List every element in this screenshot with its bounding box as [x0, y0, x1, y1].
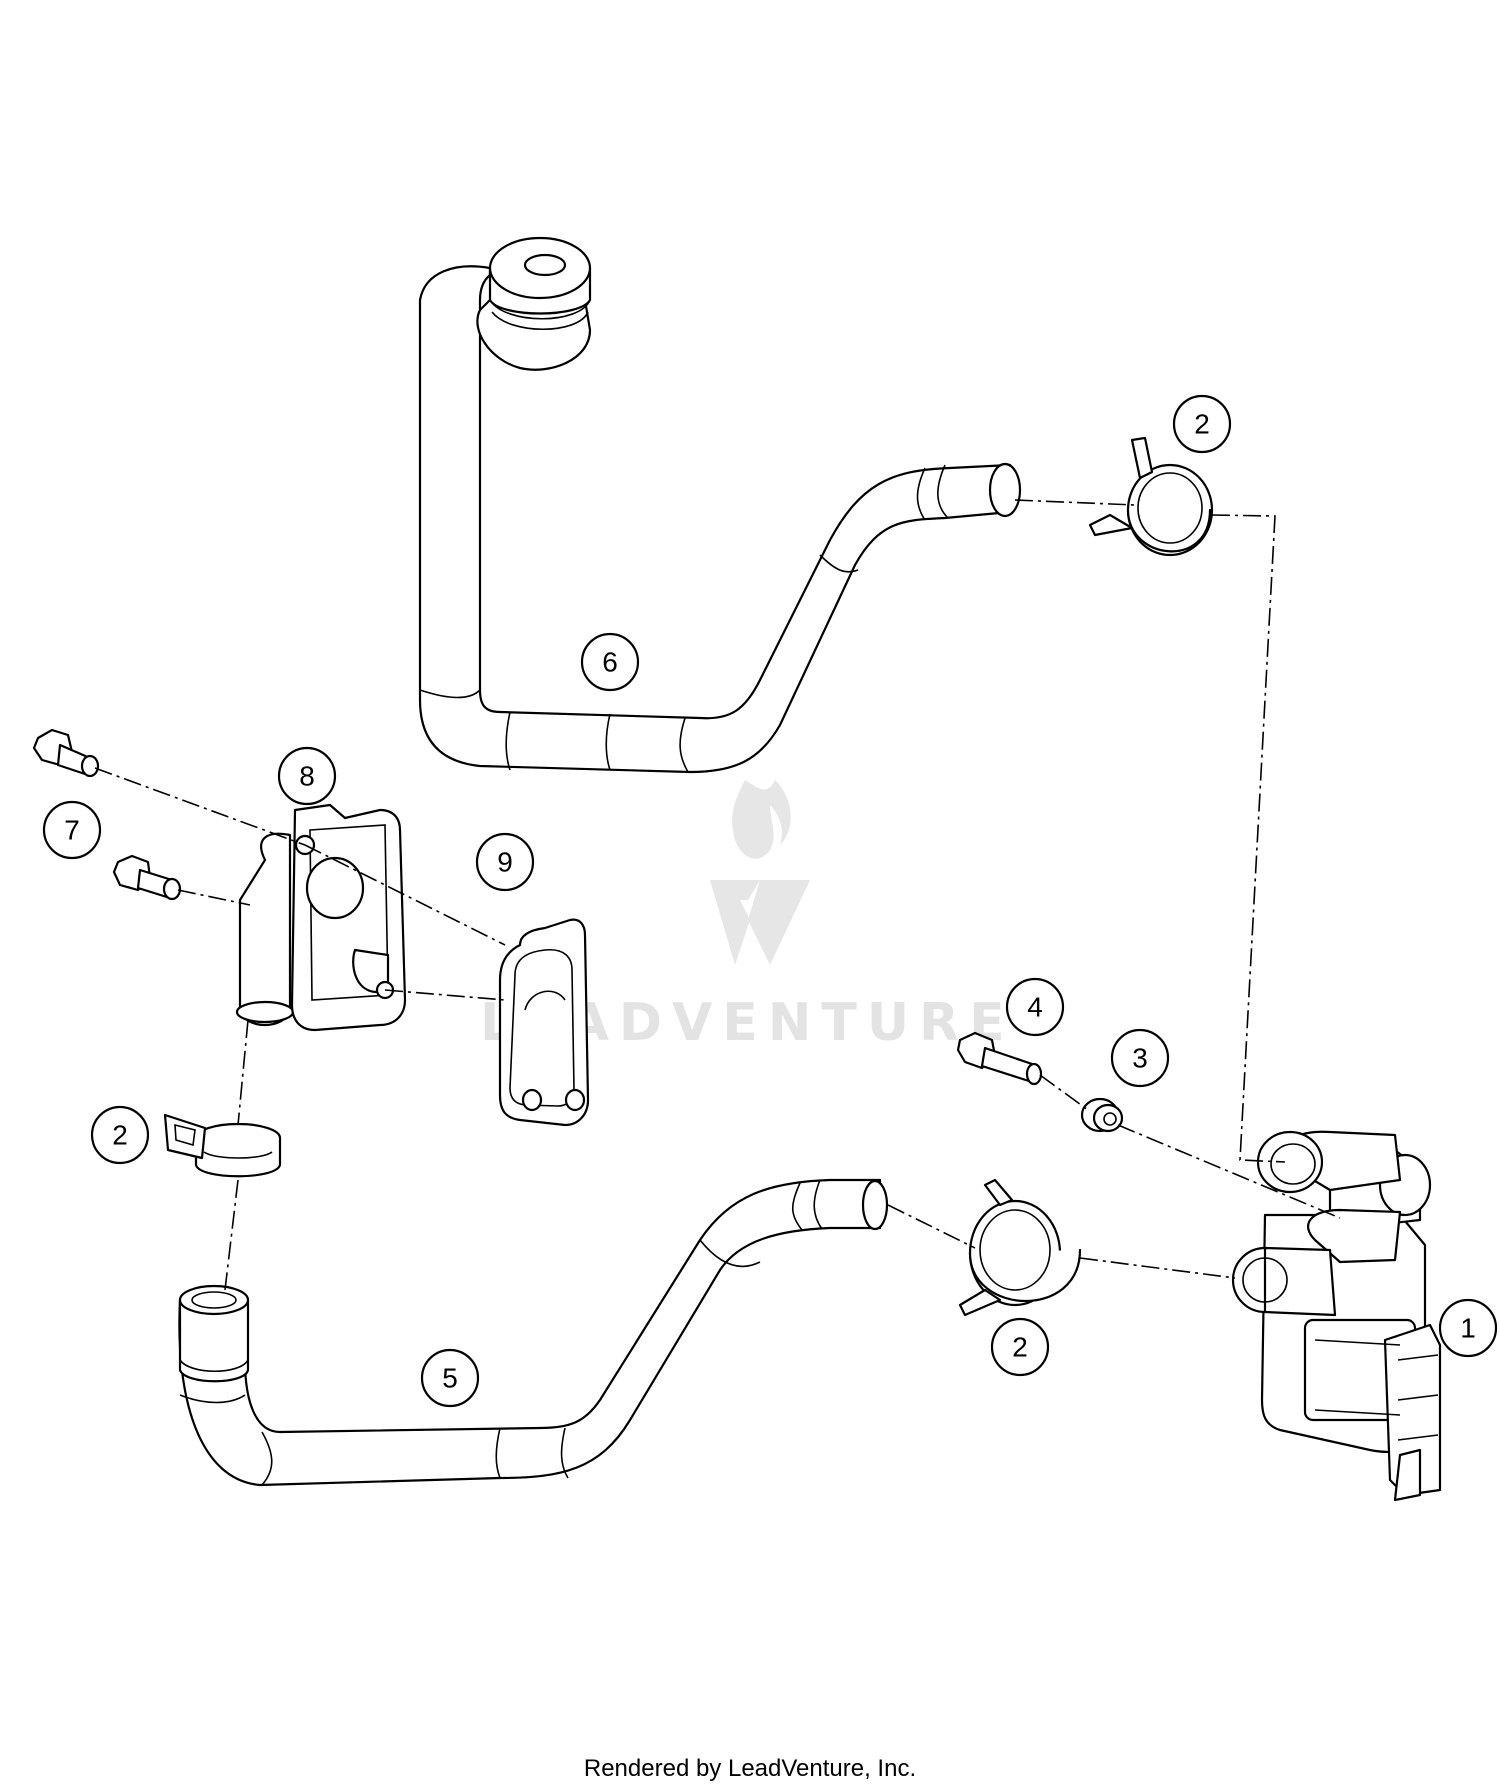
pump-cover [498, 918, 590, 1127]
left-hose-clamp [163, 1113, 282, 1178]
callout-4: 4 [1005, 977, 1065, 1037]
svg-text:4: 4 [1027, 992, 1043, 1023]
bolt-part-4 [956, 1031, 1043, 1086]
lower-coolant-hose [178, 1178, 889, 1487]
water-pump-housing [235, 803, 407, 1032]
washer-part-3 [1080, 1097, 1124, 1133]
svg-text:6: 6 [602, 647, 618, 678]
callout-5: 5 [420, 1348, 480, 1408]
svg-text:5: 5 [442, 1363, 458, 1394]
svg-text:2: 2 [112, 1120, 128, 1151]
callout-6: 6 [580, 632, 640, 692]
svg-text:9: 9 [497, 847, 513, 878]
callout-9: 9 [475, 832, 535, 892]
callout-1: 1 [1438, 1298, 1498, 1358]
svg-text:1: 1 [1460, 1313, 1476, 1344]
coolant-valve [1231, 1130, 1442, 1502]
lower-hose-clamp [958, 1178, 1082, 1317]
svg-text:2: 2 [1194, 409, 1210, 440]
callout-3: 3 [1110, 1028, 1170, 1088]
callout-2-lower: 2 [990, 1317, 1050, 1377]
assembly-lines [94, 499, 1341, 1291]
footer-credit: Rendered by LeadVenture, Inc. [583, 1755, 917, 1782]
svg-text:7: 7 [64, 815, 80, 846]
callout-8: 8 [277, 746, 337, 806]
upper-hose-clamp [1088, 436, 1214, 557]
bolt-lower [112, 854, 182, 901]
svg-text:2: 2 [1012, 1332, 1028, 1363]
callout-2-upper: 2 [1172, 394, 1232, 454]
svg-text:8: 8 [299, 761, 315, 792]
svg-text:3: 3 [1132, 1043, 1148, 1074]
callout-7: 7 [42, 800, 102, 860]
upper-coolant-hose [418, 236, 1022, 774]
bolt-upper [32, 728, 100, 778]
callout-2-left: 2 [90, 1105, 150, 1165]
leadventure-watermark-logo [710, 780, 810, 965]
